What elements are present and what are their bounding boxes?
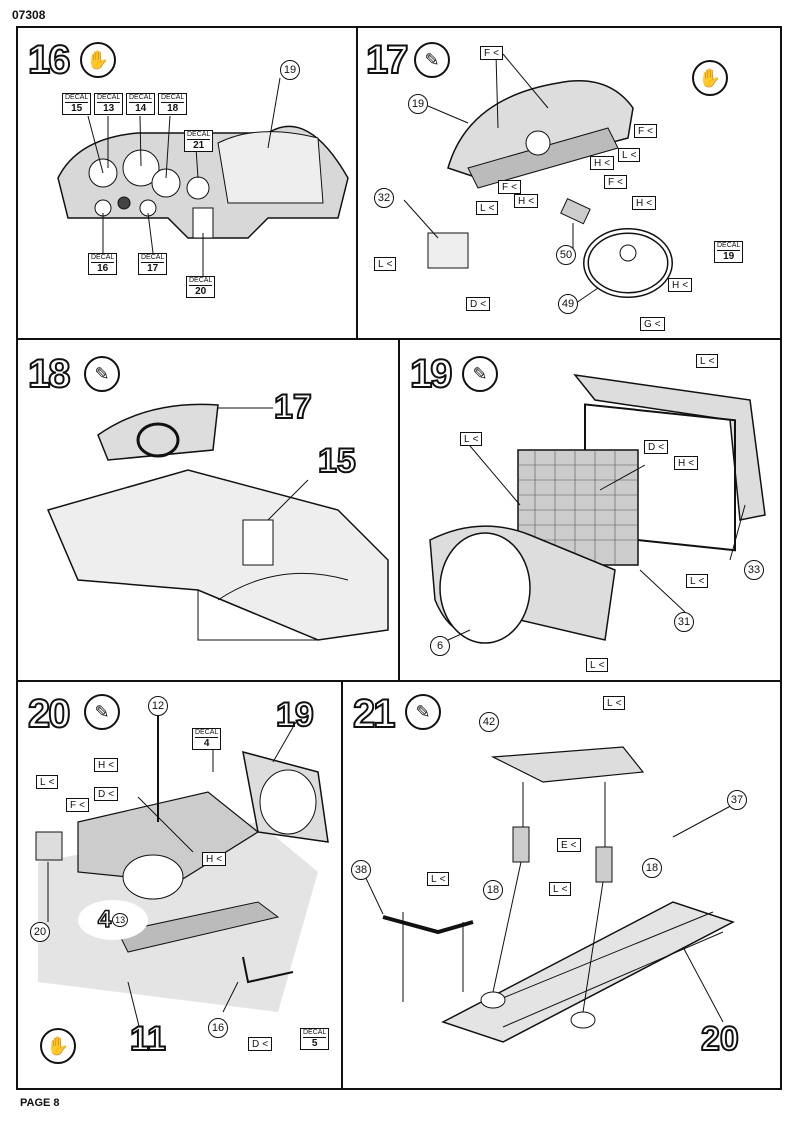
color-flag: H: [632, 196, 657, 210]
engine-bay-illustration: [35, 712, 329, 1043]
part-number: 18: [642, 858, 662, 878]
glue-tube-icon: ✎: [84, 356, 120, 392]
page-number: PAGE 8: [20, 1097, 60, 1109]
part-label: 20: [700, 1020, 740, 1058]
color-flag: H: [668, 278, 693, 292]
part-number: 33: [744, 560, 764, 580]
color-flag: H: [674, 456, 699, 470]
dash-steering-illustration: [403, 53, 673, 304]
decal-water-icon: ✋: [692, 60, 728, 96]
color-flag: H: [94, 758, 119, 772]
glue-tube-icon: ✎: [405, 694, 441, 730]
part-number: 50: [556, 245, 576, 265]
part-number: 32: [374, 188, 394, 208]
color-flag: L: [427, 872, 450, 886]
callout-step: 4: [97, 905, 112, 934]
part-label: 11: [129, 1020, 167, 1058]
step-18-panel: 18 ✎ 17 15: [16, 338, 400, 682]
part-number: 6: [430, 636, 450, 656]
radiator-illustration: [429, 373, 766, 644]
glue-tube-icon: ✎: [84, 694, 120, 730]
color-flag: H: [202, 852, 227, 866]
color-flag: L: [586, 658, 609, 672]
part-number: 16: [208, 1018, 228, 1038]
part-number: 20: [30, 922, 50, 942]
step-number: 18: [27, 352, 71, 396]
part-label: 19: [275, 696, 315, 734]
color-flag: D: [466, 297, 491, 311]
color-flag: L: [696, 354, 719, 368]
color-flag: L: [603, 696, 626, 710]
color-flag: F: [498, 180, 521, 194]
color-flag: F: [634, 124, 657, 138]
dashboard-illustration: [57, 77, 349, 276]
color-flag: L: [476, 201, 499, 215]
step-number: 20: [27, 692, 71, 736]
step-17-panel: 17 ✎ ✋ 19 32 50 49 F F F F L L L H H H H…: [356, 26, 782, 340]
part-label: 17: [273, 388, 313, 426]
part-number: 42: [479, 712, 499, 732]
step-19-panel: 19 ✎ 33 31 6 L L D H L L: [398, 338, 782, 682]
decal-water-icon: ✋: [40, 1028, 76, 1064]
part-number: 19: [280, 60, 300, 80]
color-flag: D: [644, 440, 669, 454]
color-flag: D: [248, 1037, 273, 1051]
glue-tube-icon: ✎: [462, 356, 498, 392]
glue-tube-icon: ✎: [414, 42, 450, 78]
color-flag: H: [590, 156, 615, 170]
color-flag: F: [480, 46, 503, 60]
color-flag: H: [514, 194, 539, 208]
color-flag: D: [94, 787, 119, 801]
part-number: 31: [674, 612, 694, 632]
part-number: 37: [727, 790, 747, 810]
part-number: 19: [408, 94, 428, 114]
document-code: 07308: [12, 8, 46, 22]
color-flag: F: [604, 175, 627, 189]
part-number: 49: [558, 294, 578, 314]
decal-water-icon: ✋: [80, 42, 116, 78]
color-flag: E: [557, 838, 581, 852]
interior-tub-illustration: [46, 403, 389, 641]
step-21-panel: 21 ✎ 42 37 38 18 18 L E L L 20: [341, 680, 782, 1090]
part-label: 15: [317, 442, 357, 480]
color-flag: G: [640, 317, 665, 331]
part-number: 38: [351, 860, 371, 880]
color-flag: L: [36, 775, 59, 789]
part-number: 18: [483, 880, 503, 900]
color-flag: F: [66, 798, 89, 812]
color-flag: L: [460, 432, 483, 446]
sub-assembly-callout: 4 13: [78, 900, 148, 940]
step-number: 21: [352, 692, 396, 736]
step-number: 17: [365, 38, 409, 82]
chassis-suspension-illustration: [362, 746, 739, 1043]
color-flag: L: [618, 148, 641, 162]
color-flag: L: [686, 574, 709, 588]
step-number: 16: [27, 38, 71, 82]
color-flag: L: [374, 257, 397, 271]
step-number: 19: [409, 352, 453, 396]
callout-substep: 13: [112, 913, 129, 927]
color-flag: L: [549, 882, 572, 896]
part-number: 12: [148, 696, 168, 716]
